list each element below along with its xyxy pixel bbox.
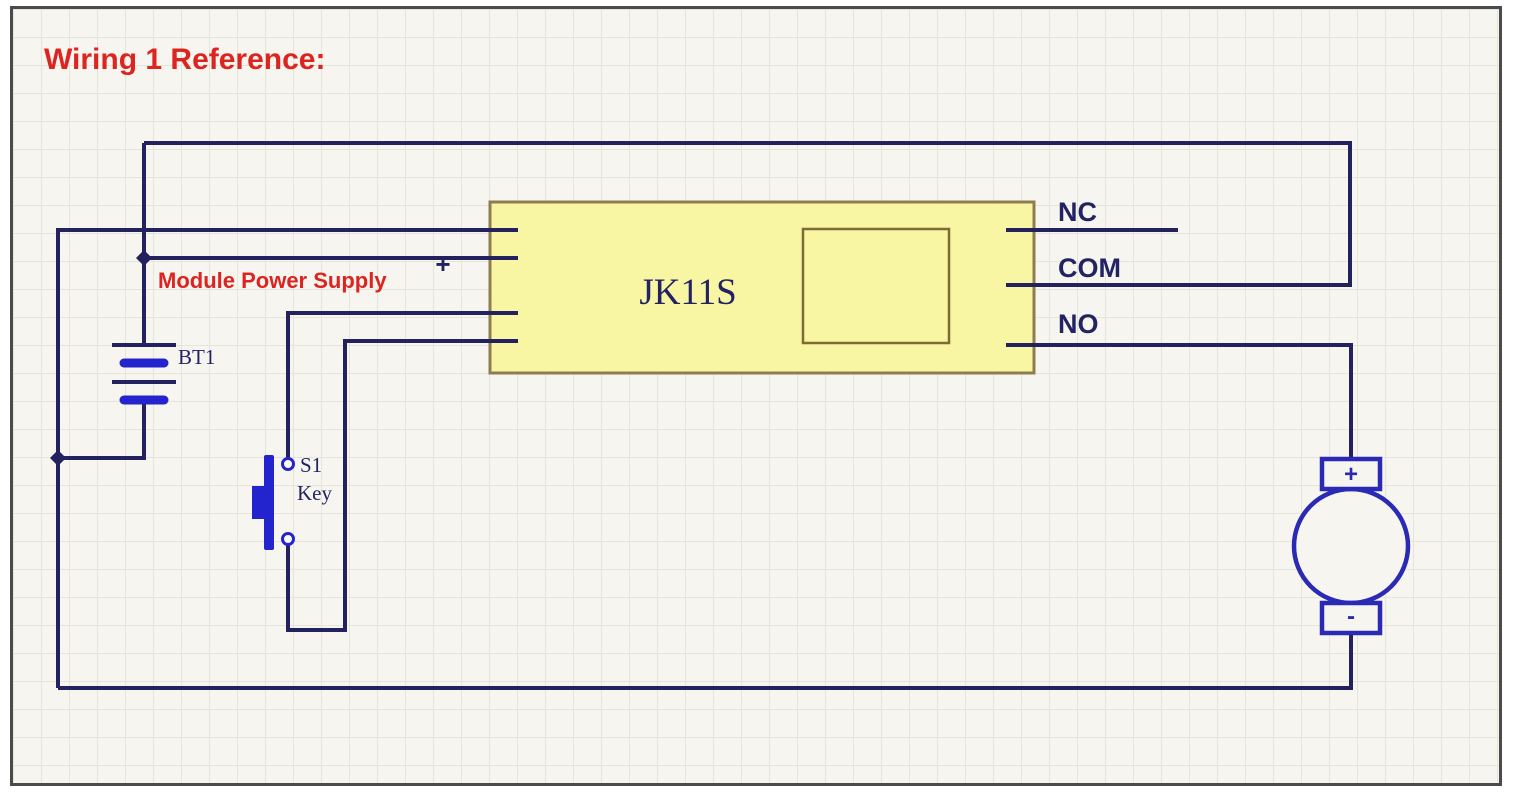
motor-circle (1291, 486, 1411, 606)
grid-background (10, 6, 1502, 786)
wire-top-rail-com (144, 141, 1352, 287)
switch-actuator-nub (252, 486, 265, 519)
key-switch (252, 455, 295, 550)
switch-actuator-bar (264, 455, 274, 550)
wire-battery-minus (58, 400, 146, 460)
battery-designator: BT1 (178, 345, 215, 369)
wires (50, 141, 1353, 690)
relay-box (801, 227, 951, 345)
power-plus-sign: + (435, 249, 450, 279)
diagram-title: Wiring 1 Reference: (44, 43, 325, 76)
junction-dot-power (136, 250, 152, 266)
switch-designator: S1 (300, 453, 322, 477)
module-body (488, 200, 1036, 375)
battery (112, 343, 176, 405)
wire-no-to-motor (1006, 343, 1353, 459)
motor-plus-terminal (1319, 456, 1383, 492)
pin-label-no: NO (1058, 309, 1099, 339)
module-name-label: JK11S (639, 272, 736, 313)
wire-motor-return (58, 633, 1353, 690)
wire-switch-top (286, 311, 518, 458)
motor-plus-sign: + (1344, 461, 1358, 488)
wire-switch-bottom (286, 339, 518, 632)
relay-module (488, 200, 1036, 375)
module-power-supply-label: Module Power Supply (158, 268, 387, 293)
pin-label-nc: NC (1058, 197, 1097, 227)
junction-dot-gnd (50, 450, 66, 466)
wire-module-gnd (56, 228, 518, 688)
motor: + - (1291, 456, 1411, 636)
switch-terminal-bottom (281, 532, 295, 546)
switch-label: Key (297, 481, 332, 505)
motor-minus-terminal (1319, 600, 1383, 636)
motor-minus-sign: - (1347, 603, 1355, 630)
pin-label-com: COM (1058, 253, 1121, 283)
switch-terminal-top (281, 457, 295, 471)
